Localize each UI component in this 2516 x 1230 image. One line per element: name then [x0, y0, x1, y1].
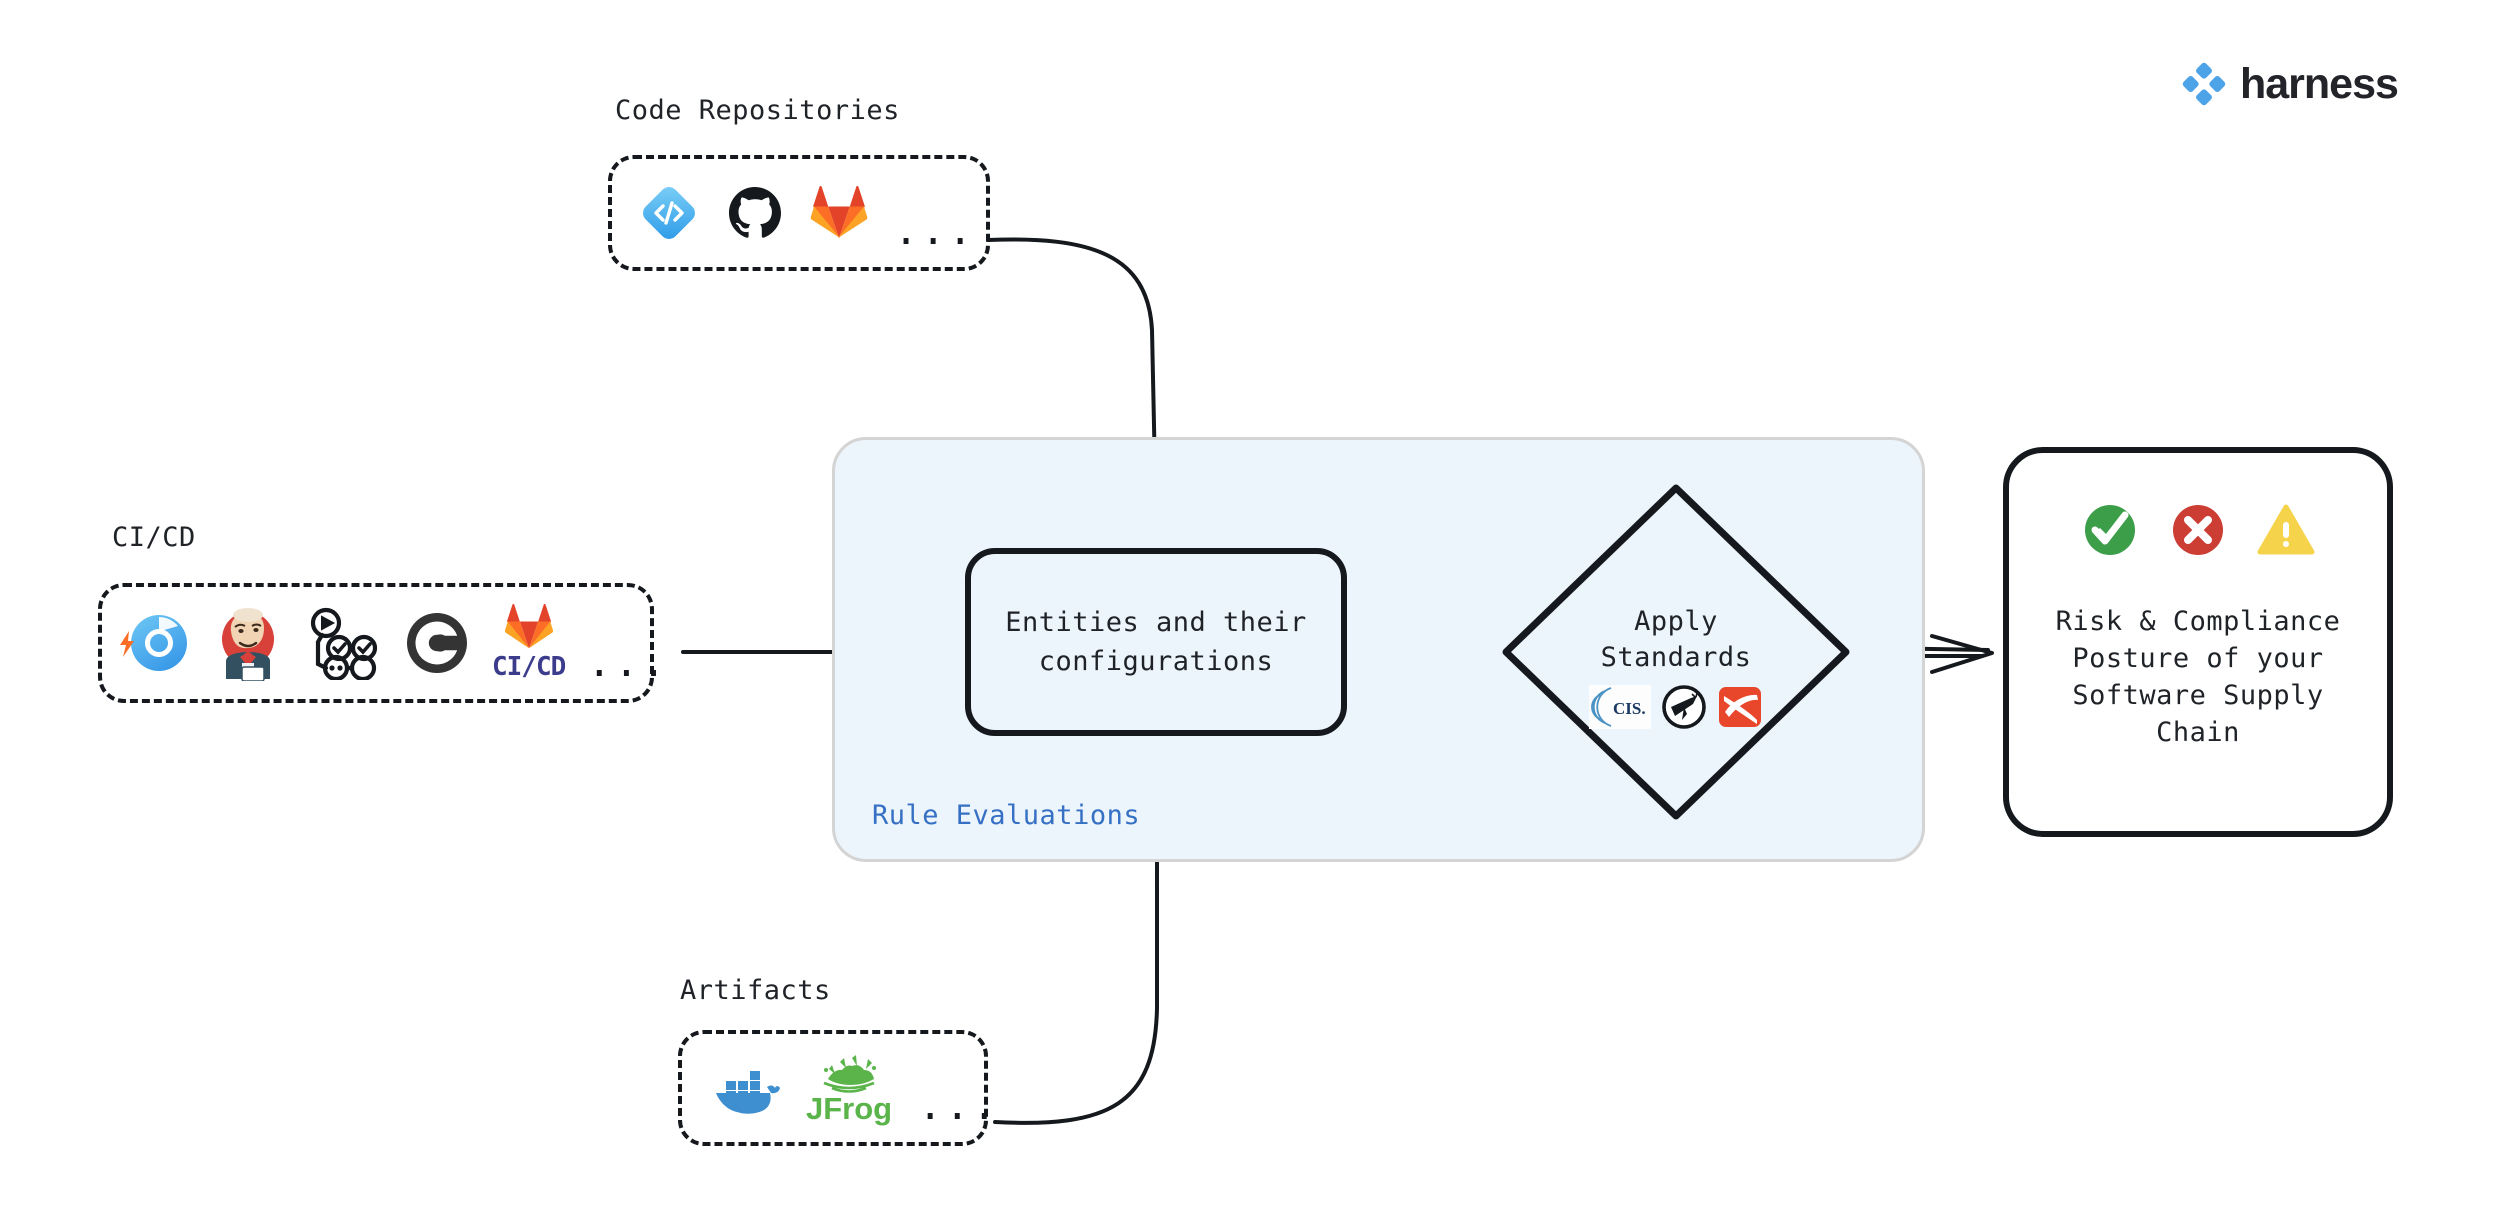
slsa-icon	[1717, 684, 1763, 730]
harness-wordmark: harness	[2240, 59, 2399, 108]
rule-evaluations-panel	[832, 437, 1925, 862]
source-group-code-repositories: Code Repositories	[615, 95, 900, 126]
artifacts-caption: Artifacts	[680, 975, 831, 1006]
standards-logo-row: CIS.	[1496, 684, 1856, 730]
warning-triangle-icon	[2257, 503, 2315, 557]
output-node-label: Risk & Compliance Posture of your Softwa…	[2055, 606, 2341, 748]
github-icon	[726, 184, 784, 242]
apply-standards-content: Apply Standards CIS.	[1496, 604, 1856, 730]
rule-evaluations-label: Rule Evaluations	[872, 800, 1141, 831]
ci-cd-box: CI/CD ...	[98, 583, 666, 703]
output-node[interactable]: Risk & Compliance Posture of your Softwa…	[2003, 447, 2393, 837]
docker-icon	[708, 1059, 780, 1117]
entities-node-label: Entities and their configurations	[1005, 607, 1307, 677]
harness-code-icon	[638, 182, 700, 244]
cis-icon: CIS.	[1589, 685, 1651, 729]
code-repositories-caption: Code Repositories	[615, 95, 900, 126]
entities-node[interactable]: Entities and their configurations	[965, 548, 1347, 736]
svg-text:CIS.: CIS.	[1613, 699, 1646, 718]
apply-standards-node[interactable]: Apply Standards CIS.	[1496, 478, 1856, 826]
artifacts-box: JFrog ...	[678, 1030, 996, 1146]
ci-cd-caption: CI/CD	[112, 522, 196, 553]
gitlab-cicd-label: CI/CD	[492, 652, 566, 682]
gitlab-icon	[810, 186, 868, 240]
harness-icon	[128, 612, 190, 674]
jfrog-label: JFrog	[806, 1090, 893, 1126]
source-group-artifacts: Artifacts	[680, 975, 831, 1006]
harness-logo-mark	[2182, 62, 2226, 106]
status-icon-row	[2081, 501, 2315, 559]
source-group-ci-cd: CI/CD	[112, 522, 196, 553]
x-circle-icon	[2169, 501, 2227, 559]
apply-standards-label: Apply Standards	[1600, 606, 1752, 673]
diamond-shape	[1502, 484, 1850, 820]
code-repositories-more: ...	[894, 208, 976, 254]
harness-logo: harness	[2182, 59, 2399, 108]
gitlab-cicd-icon: CI/CD	[120, 604, 566, 682]
openssf-icon	[1661, 684, 1707, 730]
code-repositories-box: ...	[608, 155, 990, 271]
ci-cd-more: ...	[587, 640, 669, 686]
check-circle-icon	[2081, 501, 2139, 559]
github-actions-icon	[306, 606, 382, 680]
circleci-icon	[404, 610, 470, 676]
jfrog-icon: JFrog	[806, 1053, 892, 1124]
artifacts-more: ...	[918, 1083, 1000, 1129]
jenkins-icon	[212, 605, 284, 681]
